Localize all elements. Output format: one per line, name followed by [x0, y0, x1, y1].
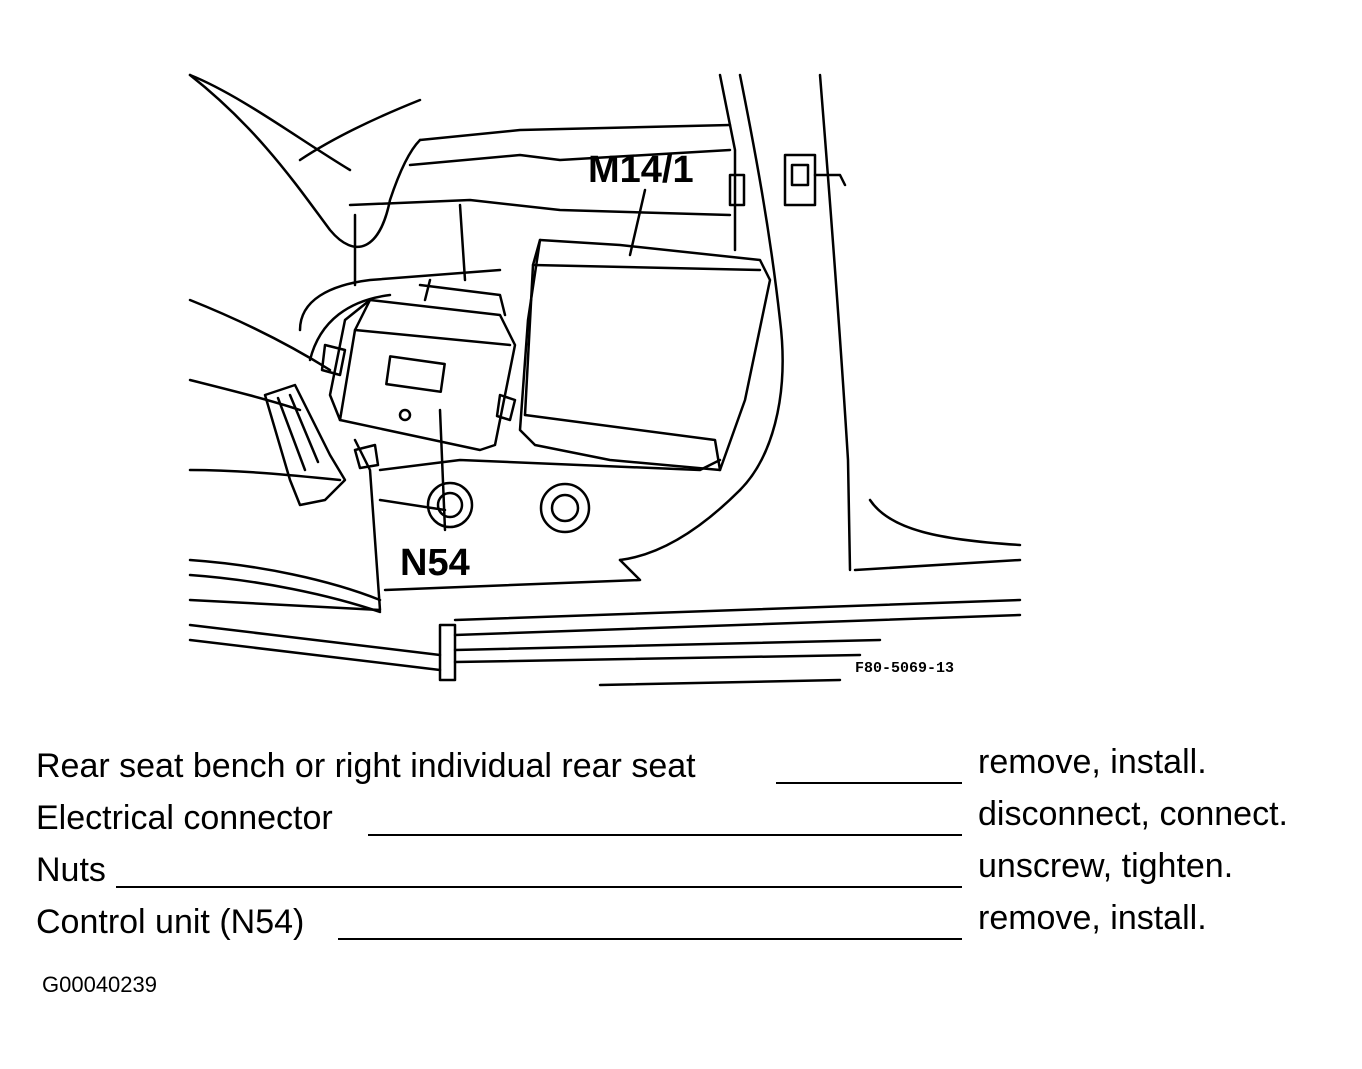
step-action-label: remove, install. — [978, 743, 1207, 781]
component-location-illustration: M14/1 N54 F80-5069-13 — [188, 73, 1022, 687]
pillar-outline — [718, 73, 737, 252]
step-action-label: disconnect, connect. — [978, 795, 1288, 833]
control-unit-n54-shape — [320, 278, 517, 452]
graphic-id: G00040239 — [42, 972, 157, 997]
latch-shape — [783, 153, 847, 207]
seat-outline — [188, 73, 422, 249]
belt-buckle — [263, 383, 347, 507]
lower-panel-outline — [188, 438, 382, 612]
nut-right — [539, 482, 591, 534]
procedure-step: Nuts unscrew, tighten. — [0, 847, 1362, 898]
procedure-step: Control unit (N54) remove, install. — [0, 899, 1362, 950]
leader-line — [776, 782, 962, 784]
callout-n54: N54 — [400, 542, 470, 584]
step-part-label: Nuts — [36, 851, 106, 889]
figure-code: F80-5069-13 — [855, 660, 954, 677]
sill-rail — [188, 558, 382, 602]
step-part-label: Rear seat bench or right individual rear… — [36, 747, 696, 785]
step-action-label: unscrew, tighten. — [978, 847, 1234, 885]
cavity-outline — [298, 268, 502, 332]
callout-leader-m14-1 — [628, 188, 647, 257]
procedure-step: Rear seat bench or right individual rear… — [0, 743, 1362, 794]
leader-line — [116, 886, 962, 888]
component-m14-1-shape — [518, 238, 772, 472]
step-action-label: remove, install. — [978, 899, 1207, 937]
leader-line — [338, 938, 962, 940]
callout-leader-n54 — [438, 408, 447, 532]
step-part-label: Electrical connector — [36, 799, 333, 837]
procedure-step: Electrical connector disconnect, connect… — [0, 795, 1362, 846]
nut-left — [426, 481, 474, 529]
trim-panel-edge — [418, 123, 732, 142]
callout-m14-1: M14/1 — [588, 149, 694, 191]
leader-line — [368, 834, 962, 836]
step-part-label: Control unit (N54) — [36, 903, 305, 941]
